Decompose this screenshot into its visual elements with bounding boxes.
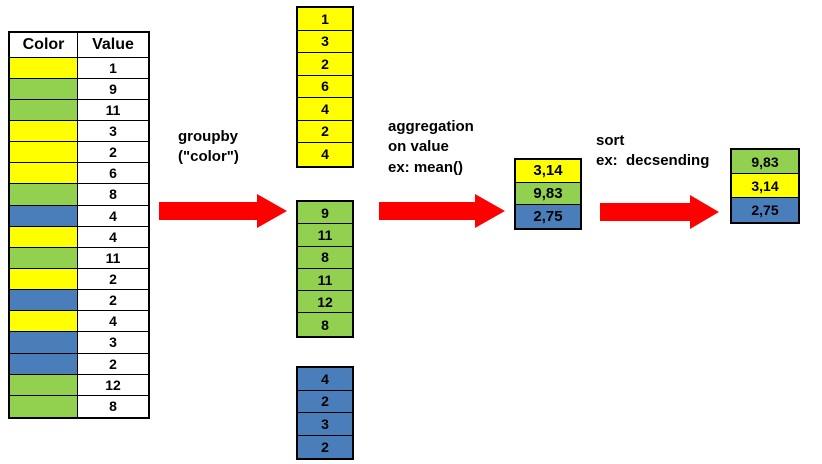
group-value-cell: 1: [298, 8, 352, 31]
group-value-cell: 2: [298, 435, 352, 458]
arrow-aggregation: [379, 194, 505, 228]
color-swatch-cell: [10, 99, 77, 121]
color-swatch-cell: [10, 78, 77, 100]
source-table-color-column: Color: [10, 33, 78, 417]
arrow-groupby: [159, 194, 287, 228]
column-header-value: Value: [78, 33, 148, 58]
group-value-cell: 9: [298, 202, 352, 225]
value-cell: 11: [78, 247, 148, 269]
color-swatch-cell: [10, 290, 77, 312]
color-swatch-cell: [10, 121, 77, 143]
value-cell: 9: [78, 78, 148, 100]
color-swatch-cell: [10, 268, 77, 291]
value-cell: 3: [78, 332, 148, 354]
color-swatch-cell: [10, 205, 77, 227]
value-cell: 2: [78, 268, 148, 291]
group-value-cell: 2: [298, 120, 352, 143]
value-cell: 8: [78, 395, 148, 417]
group-value-cell: 12: [298, 291, 352, 314]
value-cell: 4: [78, 311, 148, 333]
value-cell: 2: [78, 290, 148, 312]
color-swatch-cell: [10, 332, 77, 354]
sorted-value-cell: 3,14: [732, 174, 798, 198]
color-swatch-cell: [10, 57, 77, 79]
step-label-groupby: groupby ("color"): [178, 128, 239, 166]
value-cell: 12: [78, 374, 148, 396]
step-label-sort: sort ex: decsending: [596, 132, 710, 170]
group-value-cell: 2: [298, 390, 352, 413]
color-swatch-cell: [10, 374, 77, 396]
aggregated-value-cell: 9,83: [516, 182, 580, 205]
group-value-cell: 11: [298, 224, 352, 247]
aggregated-value-cell: 3,14: [516, 160, 580, 183]
step-label-aggregation: aggregation on value ex: mean(): [388, 118, 474, 176]
value-cell: 8: [78, 184, 148, 206]
group-value-cell: 2: [298, 53, 352, 76]
group-value-cell: 8: [298, 246, 352, 269]
column-header-color: Color: [10, 33, 77, 58]
value-cell: 3: [78, 121, 148, 143]
value-cell: 4: [78, 205, 148, 227]
group-value-cell: 6: [298, 75, 352, 98]
color-swatch-cell: [10, 184, 77, 206]
sorted-value-cell: 2,75: [732, 198, 798, 222]
group-value-cell: 11: [298, 268, 352, 292]
aggregated-value-cell: 2,75: [516, 205, 580, 228]
color-swatch-cell: [10, 142, 77, 164]
color-swatch-cell: [10, 163, 77, 185]
value-cell: 1: [78, 57, 148, 79]
value-cell: 4: [78, 226, 148, 248]
group-value-cell: 3: [298, 30, 352, 53]
sorted-value-cell: 9,83: [732, 150, 798, 174]
group-value-cell: 3: [298, 413, 352, 436]
color-swatch-cell: [10, 311, 77, 333]
color-swatch-cell: [10, 353, 77, 375]
group-value-cell: 8: [298, 313, 352, 336]
group-value-cell: 4: [298, 368, 352, 391]
value-cell: 2: [78, 353, 148, 375]
value-cell: 6: [78, 163, 148, 185]
group-value-cell: 4: [298, 143, 352, 166]
color-swatch-cell: [10, 226, 77, 248]
arrow-sort: [600, 195, 719, 229]
color-swatch-cell: [10, 247, 77, 269]
color-swatch-cell: [10, 395, 77, 417]
group-value-cell: 4: [298, 98, 352, 121]
value-cell: 2: [78, 142, 148, 164]
value-cell: 11: [78, 99, 148, 121]
